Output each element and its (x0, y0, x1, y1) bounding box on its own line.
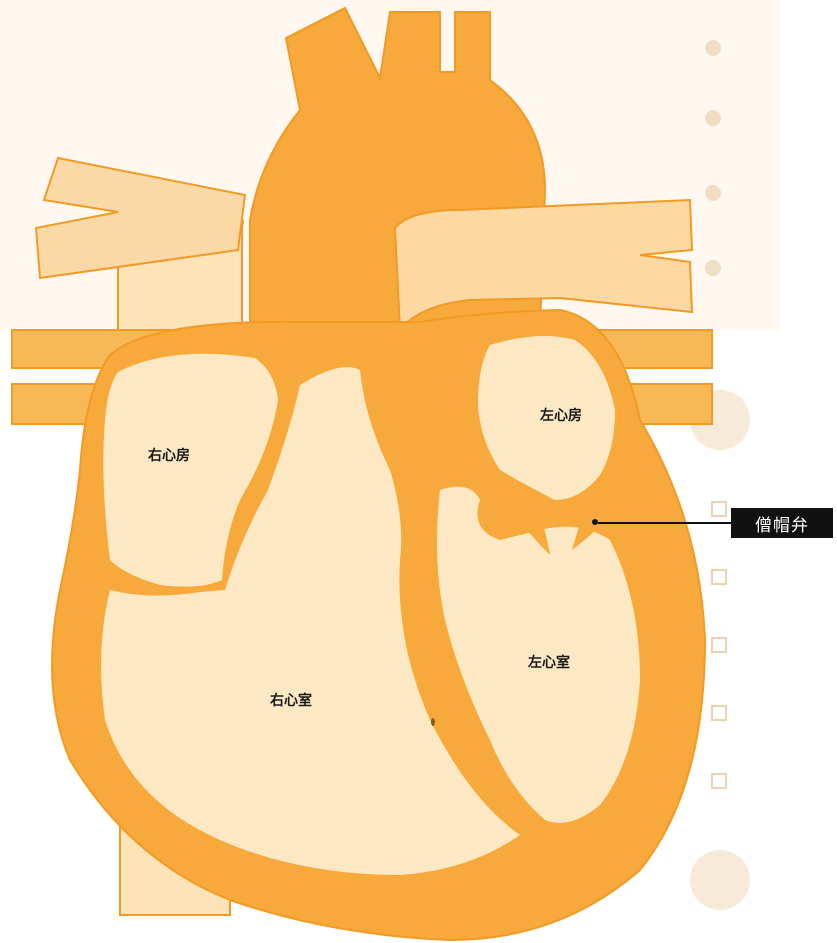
label-right-ventricle: 右心室 (269, 692, 312, 709)
label-left-ventricle: 左心室 (527, 654, 570, 671)
label-right-atrium: 右心房 (147, 447, 190, 464)
label-left-atrium: 左心房 (539, 407, 582, 424)
mitral-valve-label: 僧帽弁 (731, 508, 833, 538)
speck (431, 718, 435, 726)
valve-leader-line (598, 522, 731, 524)
